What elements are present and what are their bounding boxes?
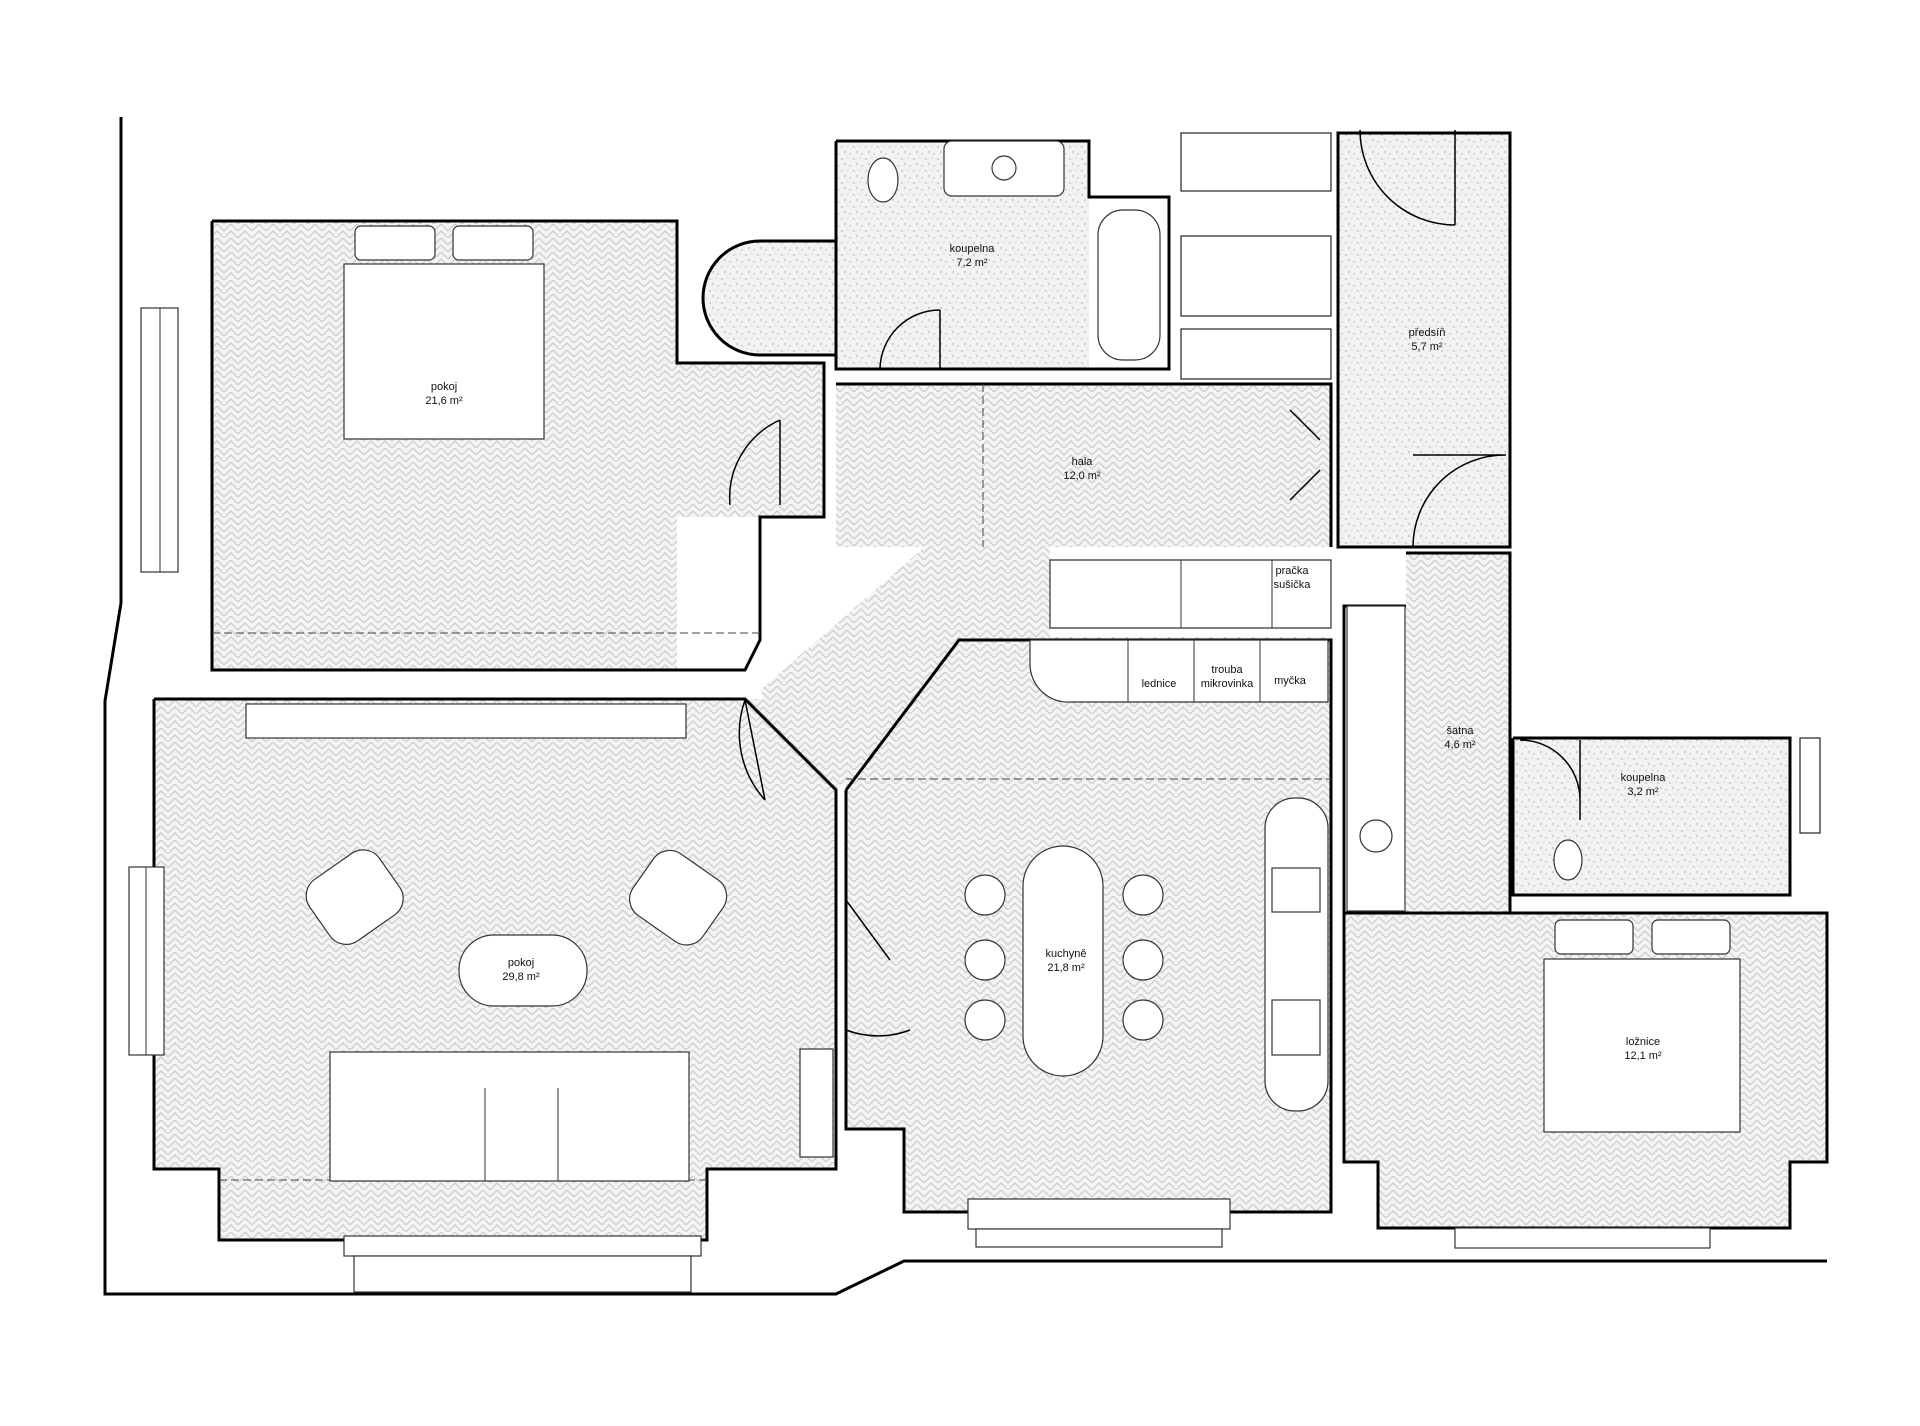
room-area: 5,7 m²	[1411, 341, 1443, 353]
bathtub	[1097, 209, 1161, 361]
bed	[1543, 958, 1741, 1133]
appliance-label: trouba	[1211, 664, 1243, 676]
room-area: 29,8 m²	[502, 971, 540, 983]
appliance-label: myčka	[1274, 675, 1307, 687]
wardrobe	[1346, 605, 1406, 912]
room-name: koupelna	[1621, 772, 1667, 784]
appliance-label: pračka	[1275, 565, 1309, 577]
room-area: 3,2 m²	[1627, 786, 1659, 798]
room-name: pokoj	[431, 381, 457, 393]
sofa	[329, 1051, 690, 1182]
appliance-label: lednice	[1142, 678, 1177, 690]
room-name: kuchyně	[1046, 948, 1087, 960]
room-name: předsíň	[1409, 327, 1446, 339]
room-name: ložnice	[1626, 1036, 1660, 1048]
appliance-label: mikrovinka	[1201, 678, 1254, 690]
room-area: 12,0 m²	[1063, 470, 1101, 482]
room-area: 12,1 m²	[1624, 1050, 1662, 1062]
room-name: hala	[1072, 456, 1094, 468]
room-area: 7,2 m²	[956, 257, 988, 269]
windows	[128, 307, 1711, 1293]
room-name: koupelna	[950, 243, 996, 255]
dining-table	[1022, 845, 1104, 1077]
armchair	[305, 849, 404, 945]
furniture	[245, 140, 1741, 1182]
room-name: šatna	[1447, 725, 1475, 737]
appliance-label: sušička	[1274, 579, 1312, 591]
doors	[728, 129, 1581, 1037]
room-labels: pokoj 21,6 m² koupelna 7,2 m² předsíň 5,…	[425, 243, 1666, 1062]
room-area: 21,8 m²	[1047, 962, 1085, 974]
room-area: 21,6 m²	[425, 395, 463, 407]
room-name: pokoj	[508, 957, 534, 969]
room-area: 4,6 m²	[1444, 739, 1476, 751]
armchair	[629, 849, 728, 946]
coffee-table	[458, 934, 588, 1007]
site-boundary	[103, 117, 1827, 1296]
kitchen-island	[1264, 797, 1329, 1112]
bed	[343, 263, 545, 440]
